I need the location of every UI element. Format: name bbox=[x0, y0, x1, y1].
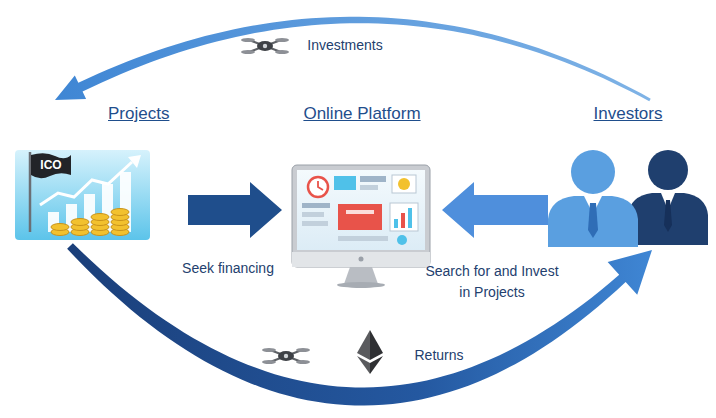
necktie bbox=[588, 203, 598, 238]
monitor-screen bbox=[297, 170, 425, 250]
flow-label: Investments bbox=[290, 35, 400, 56]
drone-body bbox=[278, 351, 294, 361]
drone-arm bbox=[249, 40, 281, 52]
block-arrow bbox=[188, 182, 282, 238]
flow-label: Returns bbox=[394, 345, 484, 366]
drone-lens bbox=[263, 44, 267, 48]
screen-widget bbox=[390, 203, 418, 231]
coin bbox=[51, 224, 69, 231]
monitor-frame bbox=[292, 165, 430, 267]
drone-rotor bbox=[241, 38, 255, 42]
trend-arrowhead bbox=[128, 155, 141, 168]
investors-illustration bbox=[548, 150, 708, 247]
screen-widget bbox=[346, 210, 374, 214]
screen-widget bbox=[398, 178, 410, 190]
screen-widget bbox=[302, 203, 330, 208]
drone-lens bbox=[284, 354, 288, 358]
coin-stacks bbox=[51, 209, 129, 236]
flag bbox=[31, 153, 71, 178]
drone-rotor bbox=[275, 38, 289, 42]
drone-rotor bbox=[262, 348, 276, 352]
drone-rotor bbox=[275, 50, 289, 54]
person-head bbox=[648, 150, 688, 190]
monitor-chin bbox=[292, 252, 430, 267]
drone-arm bbox=[270, 350, 302, 362]
flag-pole bbox=[29, 152, 32, 232]
group-heading: Online Platform bbox=[282, 104, 442, 124]
coin bbox=[71, 219, 89, 226]
ico-panel bbox=[15, 150, 150, 240]
returns-arc bbox=[67, 243, 652, 405]
drone-icon bbox=[241, 38, 289, 54]
clock-widget bbox=[308, 177, 328, 197]
necktie bbox=[664, 200, 672, 232]
drone-icon bbox=[262, 348, 310, 364]
eth-facet bbox=[370, 356, 383, 374]
group-heading: Investors bbox=[548, 104, 708, 124]
screen-widget bbox=[397, 235, 407, 245]
screen-widget bbox=[302, 221, 328, 226]
person-body bbox=[628, 193, 708, 245]
drone-arm bbox=[270, 350, 302, 362]
screen-widget bbox=[360, 185, 378, 190]
drone-rotor bbox=[296, 360, 310, 364]
screen-widget bbox=[338, 204, 382, 230]
screen-widget bbox=[334, 176, 356, 190]
screen-widget bbox=[394, 219, 398, 228]
monitor-dot bbox=[359, 257, 364, 262]
drone-rotor bbox=[296, 348, 310, 352]
flag-label: ICO bbox=[31, 155, 71, 175]
eth-facet bbox=[357, 356, 370, 374]
flow-label: Seek financing bbox=[165, 258, 291, 279]
flow-label: Search for and Invest in Projects bbox=[424, 261, 560, 303]
monitor-stand bbox=[344, 267, 378, 284]
ico-illustration bbox=[15, 150, 150, 240]
coin bbox=[91, 214, 109, 221]
investment-arc bbox=[55, 17, 651, 102]
drone-body bbox=[257, 41, 273, 51]
coin bbox=[111, 209, 129, 216]
person-body bbox=[548, 196, 638, 247]
screen-widget bbox=[338, 236, 388, 241]
clock-hands bbox=[318, 181, 323, 190]
ethereum-logo bbox=[357, 330, 383, 374]
screen-widget bbox=[392, 175, 416, 193]
drone-arm bbox=[249, 40, 281, 52]
group-heading: Projects bbox=[108, 104, 188, 124]
project-group: Projects bbox=[12, 100, 188, 246]
drone-rotor bbox=[241, 50, 255, 54]
eth-facet bbox=[357, 330, 370, 360]
screen-widget bbox=[302, 212, 324, 217]
screen-widget bbox=[401, 213, 405, 228]
drone-rotor bbox=[262, 360, 276, 364]
screen-widget bbox=[408, 208, 412, 228]
platform-group: Online Platform bbox=[282, 100, 442, 286]
eth-facet bbox=[370, 330, 383, 360]
monitor-base bbox=[337, 282, 385, 288]
screen-widget bbox=[360, 176, 386, 182]
block-arrow bbox=[442, 182, 548, 238]
monitor-illustration bbox=[292, 165, 430, 288]
person-head bbox=[571, 150, 615, 194]
investor-group: Investors bbox=[548, 100, 708, 250]
